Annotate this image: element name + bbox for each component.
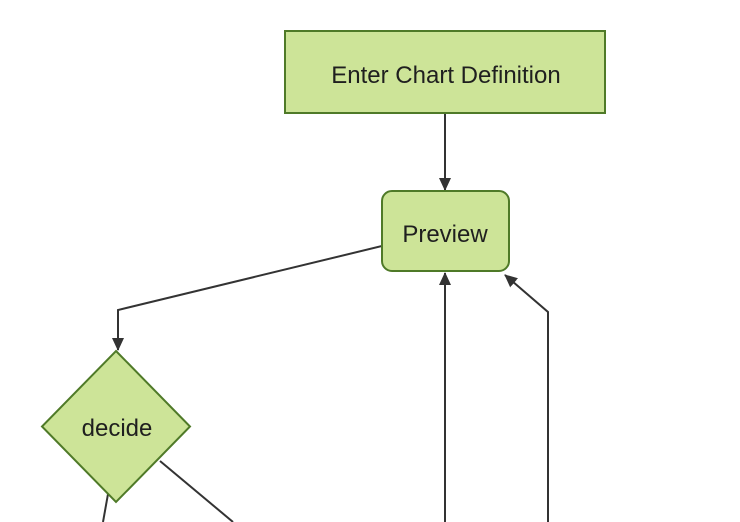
node-label-preview: Preview (402, 221, 488, 248)
node-label-enter-chart-definition: Enter Chart Definition (331, 62, 560, 89)
edge-decide-to-bottom-right-offscreen (159, 460, 234, 522)
node-decide (40, 349, 192, 504)
node-enter-chart-definition (284, 30, 606, 114)
node-label-decide: decide (82, 415, 153, 442)
edge-decide-to-bottom-left-offscreen (102, 493, 109, 522)
edge-preview-to-decide (112, 245, 383, 351)
edge-bottom-right-offscreen-to-preview (504, 274, 549, 522)
node-preview (381, 190, 510, 272)
